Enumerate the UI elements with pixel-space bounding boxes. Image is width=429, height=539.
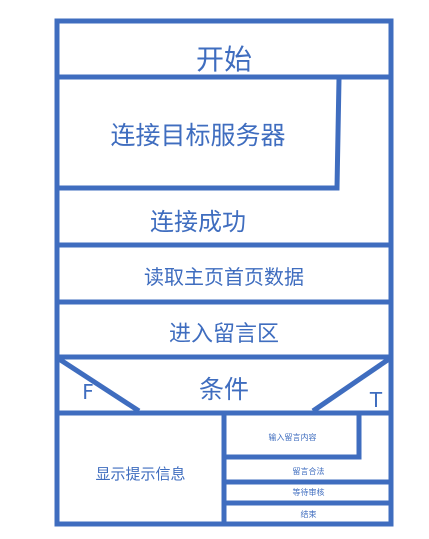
false-branch-label: F bbox=[82, 380, 94, 404]
input-message-label: 输入留言内容 bbox=[268, 433, 317, 442]
condition-left-diagonal bbox=[57, 356, 141, 414]
enter-board-label: 进入留言区 bbox=[168, 322, 279, 347]
read-home-label: 读取主页首页数据 bbox=[144, 265, 304, 289]
show-tip-label: 显示提示信息 bbox=[95, 465, 186, 483]
connect-server-label: 连接目标服务器 bbox=[110, 121, 286, 150]
connect-success-label: 连接成功 bbox=[150, 208, 246, 236]
input-message-box-edge bbox=[224, 415, 362, 460]
connect-server-box-edge bbox=[57, 78, 342, 191]
true-branch-label: T bbox=[369, 388, 383, 412]
end-label: 结束 bbox=[300, 510, 317, 519]
condition-label: 条件 bbox=[198, 375, 249, 404]
message-valid-label: 留言合法 bbox=[292, 467, 325, 476]
condition-right-diagonal bbox=[311, 356, 391, 414]
start-label: 开始 bbox=[195, 43, 252, 76]
wait-review-label: 等待审核 bbox=[292, 488, 325, 497]
